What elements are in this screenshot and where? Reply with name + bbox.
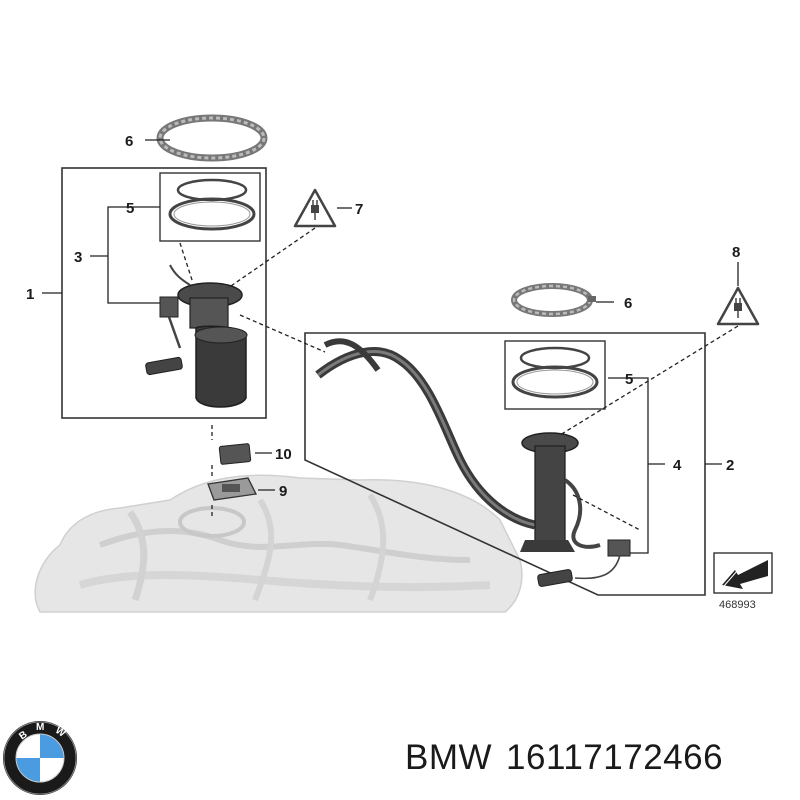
callout-3: 3 [74, 249, 82, 266]
diagram-reference [713, 552, 773, 594]
callout-7: 7 [355, 201, 363, 218]
callout-2: 2 [726, 457, 734, 474]
fuel-pump-module-left [145, 264, 248, 408]
callout-5-right: 5 [625, 371, 633, 388]
part-number: 16117172466 [506, 738, 724, 777]
warning-triangle-8 [716, 286, 760, 326]
callout-4: 4 [673, 457, 682, 474]
seal-rings-left [168, 178, 256, 231]
diagram-reference-number: 468993 [719, 599, 756, 611]
bmw-logo: B M W [3, 721, 77, 795]
callout-5-left: 5 [126, 200, 134, 217]
fuel-tank-illustration [34, 474, 523, 613]
assembly-box-right [304, 332, 706, 596]
seal-rings-right [511, 346, 599, 399]
callout-6-top: 6 [125, 133, 133, 150]
callout-9: 9 [279, 483, 287, 500]
fuel-pump-module-right [315, 338, 631, 587]
callout-10: 10 [275, 446, 292, 463]
svg-text:M: M [36, 722, 44, 733]
callout-1: 1 [26, 286, 34, 303]
locking-ring-top [156, 114, 268, 162]
leader-lines [42, 139, 739, 554]
locking-ring-right [511, 283, 596, 317]
seal-inset-box-right [504, 340, 606, 410]
part-caption: BMW 16117172466 [405, 738, 737, 778]
brand-name: BMW [405, 738, 493, 777]
callout-8: 8 [732, 244, 740, 261]
part-9-bracket [207, 477, 257, 501]
warning-triangle-7 [293, 188, 337, 228]
part-10-cover [218, 443, 252, 465]
callout-6-right: 6 [624, 295, 632, 312]
